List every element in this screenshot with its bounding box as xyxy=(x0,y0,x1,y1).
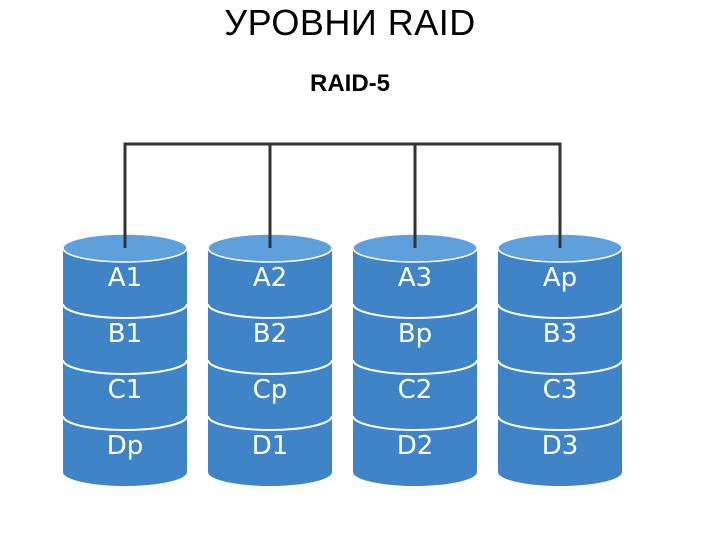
block-label-A1: A1 xyxy=(108,263,142,293)
block-divider xyxy=(62,359,188,375)
block-label-D3: D3 xyxy=(542,431,579,461)
disk-body xyxy=(498,248,622,486)
block-label-Cp: Cp xyxy=(253,375,288,405)
block-divider xyxy=(352,303,478,319)
block-divider xyxy=(497,359,623,375)
raid-level-subtitle: RAID-5 xyxy=(309,70,390,97)
block-divider xyxy=(62,415,188,431)
block-label-C1: C1 xyxy=(108,375,143,405)
block-label-Bp: Bp xyxy=(398,319,432,349)
block-label-C3: C3 xyxy=(543,375,578,405)
block-label-A2: A2 xyxy=(253,263,287,293)
disk-body xyxy=(208,248,332,486)
disk-body xyxy=(353,248,477,486)
block-label-Dp: Dp xyxy=(107,431,144,461)
block-divider xyxy=(352,415,478,431)
connector-bus xyxy=(123,142,562,248)
block-label-B3: B3 xyxy=(543,319,577,349)
block-label-B2: B2 xyxy=(253,319,287,349)
slide-title: УРОВНИ RAID xyxy=(224,2,476,43)
block-label-C2: C2 xyxy=(398,375,433,405)
block-divider xyxy=(207,359,333,375)
block-label-Ap: Ap xyxy=(543,263,577,293)
block-divider xyxy=(207,303,333,319)
block-divider xyxy=(207,415,333,431)
block-divider xyxy=(352,359,478,375)
block-label-D1: D1 xyxy=(252,431,289,461)
disk-body xyxy=(63,248,187,486)
block-divider xyxy=(62,303,188,319)
block-label-A3: A3 xyxy=(398,263,432,293)
block-divider xyxy=(497,303,623,319)
block-divider xyxy=(497,415,623,431)
block-label-D2: D2 xyxy=(397,431,434,461)
block-label-B1: B1 xyxy=(108,319,142,349)
